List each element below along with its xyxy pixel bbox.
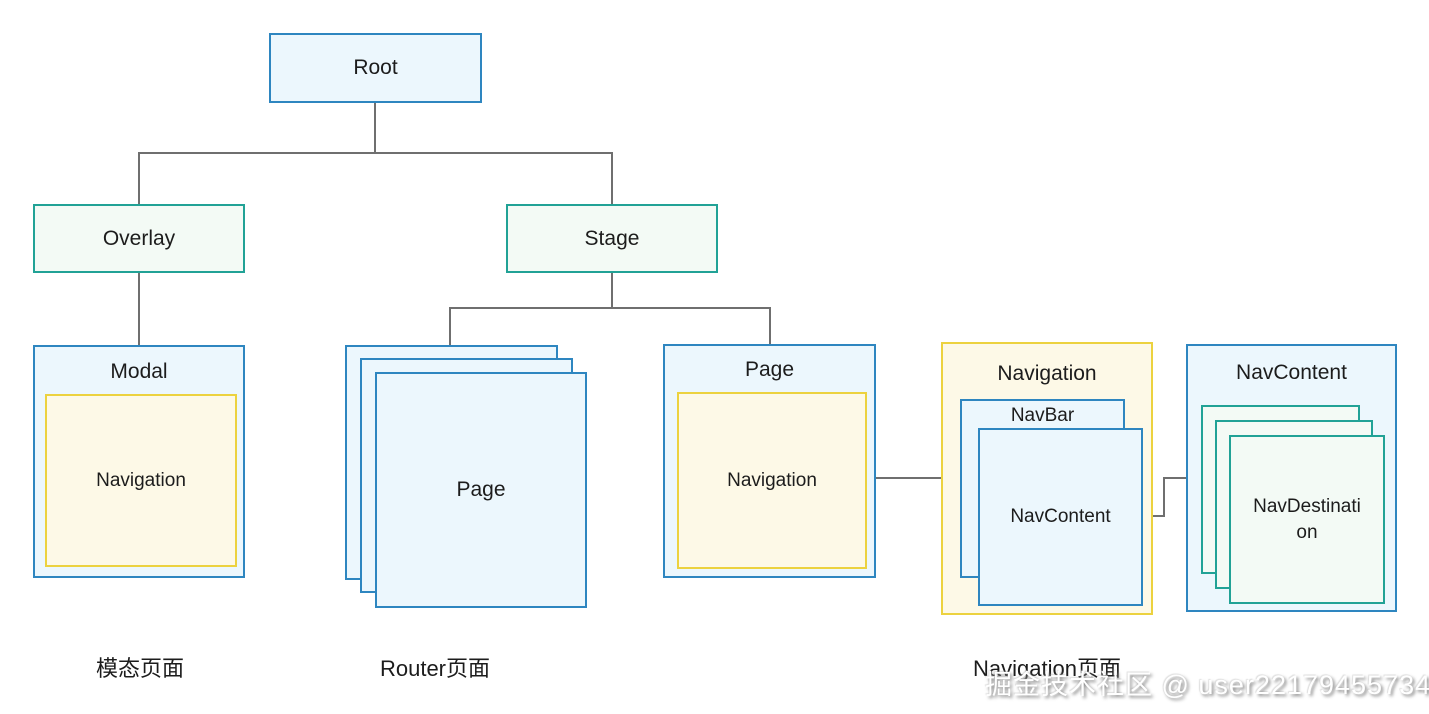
caption-modal: 模态页面 [95,656,184,681]
page-navigation-label: Navigation [727,469,817,491]
connector-page-navigation [876,477,941,479]
connector-stage-branch [449,307,771,309]
connector-to-router-stack [449,307,451,345]
connector-stage-down [611,273,613,309]
page-node: Page Navigation [663,344,876,578]
modal-navigation-node: Navigation [45,394,237,567]
connector-to-page [769,307,771,344]
navigation-node: Navigation NavBar NavContent [941,342,1153,615]
stage-label: Stage [584,226,640,250]
overlay-label: Overlay [102,226,176,250]
root-label: Root [353,56,398,79]
watermark: 掘金技术社区 @ user2217945573492 [985,670,1429,700]
modal-node: Modal Navigation [33,345,245,578]
navcontent-inner-node: NavContent [978,428,1143,606]
connector-navcontent-step-1 [1141,515,1165,517]
navcontent-node: NavContent NavDestination [1186,344,1397,612]
page-title: Page [744,358,795,381]
connector-overlay-modal [138,273,140,345]
connector-to-overlay [138,152,140,204]
router-page-front: Page [375,372,587,608]
router-page-label: Page [456,478,506,501]
navcontent-inner-label: NavContent [1010,506,1111,527]
stage-node: Stage [506,204,718,273]
caption-router: Router页面 [379,656,491,681]
connector-to-stage [611,152,613,204]
connector-navcontent-step-2 [1163,477,1165,517]
connector-root-down [374,103,376,153]
connector-navcontent-step-3 [1163,477,1186,479]
navcontent-title: NavContent [1236,361,1347,384]
caption-navigation: Navigation页面 [973,656,1121,681]
modal-navigation-label: Navigation [96,469,186,491]
modal-title: Modal [110,360,168,383]
navdestination-front: NavDestination [1229,435,1385,604]
root-node: Root [269,33,482,103]
navdestination-label: NavDestination [1253,495,1361,543]
page-navigation-node: Navigation [677,392,867,569]
overlay-node: Overlay [33,204,245,273]
connector-root-branch [138,152,613,154]
navigation-title: Navigation [997,362,1097,385]
navbar-label: NavBar [1010,405,1075,426]
